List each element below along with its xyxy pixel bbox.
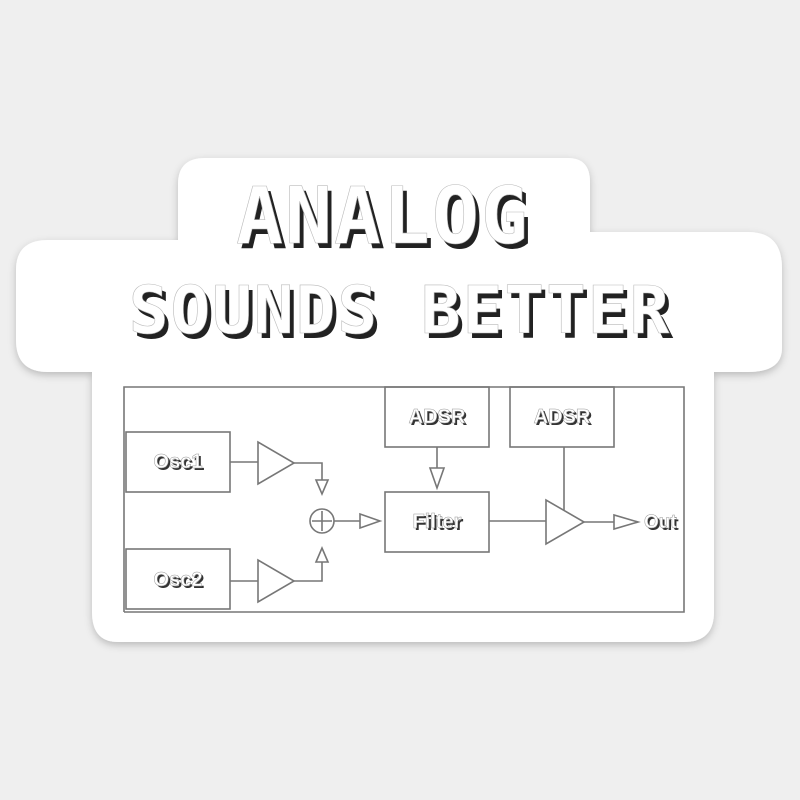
- sticker-title: ANALOG ANALOG SOUNDS BETTER SOUNDS BETTE…: [128, 172, 676, 354]
- output-label: Out: [644, 512, 677, 533]
- diagram-frame: [123, 386, 685, 613]
- filter-input-arrow: [359, 512, 383, 530]
- adsr-amp-label: ADSR: [534, 406, 591, 428]
- title-line2: SOUNDS BETTER: [129, 272, 672, 349]
- amp1-to-mixer-wire: [294, 462, 323, 480]
- osc1-amplifier: [257, 440, 296, 486]
- output-arrow: [613, 513, 641, 531]
- filter-label-shadow: Filter: [415, 513, 464, 535]
- title-line1-shadow: ANALOG: [240, 177, 534, 267]
- title-line2-shadow: SOUNDS BETTER: [133, 277, 676, 354]
- osc2-label: Osc2: [154, 569, 203, 591]
- adsr-amp-block: [509, 386, 615, 448]
- amp2-to-mixer-wire: [294, 562, 323, 582]
- diagram-labels: Osc1 Osc1 Osc2 Osc2 Filter Filter ADSR A…: [153, 406, 679, 593]
- sticker-body: [16, 158, 782, 642]
- osc2-amplifier: [257, 558, 296, 604]
- output-label-shadow: Out: [646, 514, 679, 535]
- synth-diagram: [123, 386, 685, 613]
- adsr-amp-label-shadow: ADSR: [536, 408, 593, 430]
- vca-amplifier: [545, 498, 586, 546]
- filter-label: Filter: [413, 511, 462, 533]
- adsr-filter-label: ADSR: [409, 406, 466, 428]
- adsr-filter-label-shadow: ADSR: [411, 408, 468, 430]
- osc1-label-shadow: Osc1: [156, 453, 205, 475]
- title-line1: ANALOG: [236, 172, 530, 262]
- osc2-label-shadow: Osc2: [156, 571, 205, 593]
- mixer-input1-arrow: [314, 479, 330, 497]
- osc2-block: [125, 548, 231, 610]
- filter-block: [384, 491, 490, 553]
- sticker-outline: [16, 158, 782, 642]
- mixer-input2-arrow: [314, 545, 330, 563]
- adsr-filter-arrow: [428, 467, 446, 491]
- osc1-label: Osc1: [154, 451, 203, 473]
